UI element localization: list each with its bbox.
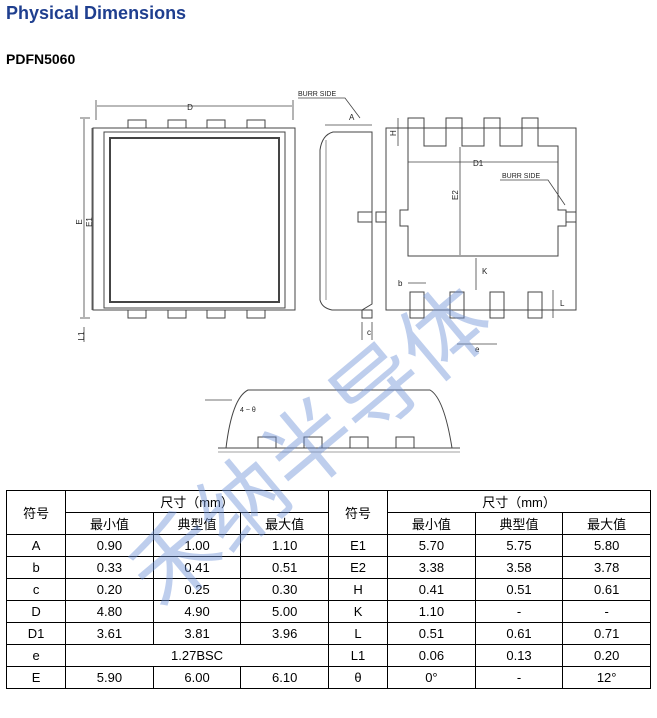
typ-header: 典型值 xyxy=(152,512,242,535)
dim-label-e: e xyxy=(475,345,480,354)
burr-side-label-right: BURR SIDE xyxy=(502,173,540,180)
min-cell: 0.06 xyxy=(387,644,476,667)
min-header: 最小值 xyxy=(387,512,476,535)
typ-cell: - xyxy=(474,666,564,689)
dim-label-theta: 4 ~ θ xyxy=(240,407,256,414)
bottom-view xyxy=(375,117,577,345)
page-title: Physical Dimensions xyxy=(6,3,187,23)
bsc-cell: 1.27BSC xyxy=(65,644,329,667)
max-cell: 3.96 xyxy=(240,622,329,645)
dim-label-b: b xyxy=(398,279,403,288)
symbol-cell: c xyxy=(5,578,67,601)
max-cell: 5.80 xyxy=(562,534,651,557)
symbol-cell: K xyxy=(327,600,389,623)
burr-side-label-top: BURR SIDE xyxy=(298,91,336,98)
min-cell: 5.90 xyxy=(65,666,154,689)
dim-label-c: c xyxy=(367,328,371,337)
symbol-cell: E1 xyxy=(327,534,389,557)
symbol-cell: A xyxy=(5,534,67,557)
symbol-cell: D1 xyxy=(5,622,67,645)
typ-cell: 3.58 xyxy=(474,556,564,579)
symbol-cell: b xyxy=(5,556,67,579)
min-cell: 3.61 xyxy=(65,622,154,645)
max-cell: 1.10 xyxy=(240,534,329,557)
typ-cell: 0.25 xyxy=(152,578,242,601)
symbol-cell: L1 xyxy=(327,644,389,667)
max-header: 最大值 xyxy=(240,512,329,535)
dim-label-E2: E2 xyxy=(451,190,460,200)
symbol-cell: E xyxy=(5,666,67,689)
table-row: A 0.90 1.00 1.10 E1 5.70 5.75 5.80 xyxy=(5,534,651,557)
symbol-cell: D xyxy=(5,600,67,623)
min-header: 最小值 xyxy=(65,512,154,535)
dim-label-A: A xyxy=(349,113,355,122)
symbol-cell: e xyxy=(5,644,67,667)
table-row: D 4.80 4.90 5.00 K 1.10 - - xyxy=(5,600,651,623)
dim-label-E: E xyxy=(75,219,84,224)
dim-label-H: H xyxy=(389,130,398,136)
typ-cell: 4.90 xyxy=(152,600,242,623)
max-cell: 0.20 xyxy=(562,644,651,667)
min-cell: 0.41 xyxy=(387,578,476,601)
max-cell: 5.00 xyxy=(240,600,329,623)
symbol-cell: θ xyxy=(327,666,389,689)
dim-label-D: D xyxy=(187,103,193,112)
dimensions-table: 符号 尺寸（mm） 符号 尺寸（mm） 最小值 典型值 最大值 最小值 典型值 … xyxy=(5,490,651,689)
dim-label-D1: D1 xyxy=(473,159,484,168)
min-cell: 3.38 xyxy=(387,556,476,579)
min-cell: 1.10 xyxy=(387,600,476,623)
top-view xyxy=(80,100,296,342)
typ-header: 典型值 xyxy=(474,512,564,535)
max-cell: 12° xyxy=(562,666,651,689)
max-cell: 3.78 xyxy=(562,556,651,579)
max-cell: 0.51 xyxy=(240,556,329,579)
typ-cell: 0.51 xyxy=(474,578,564,601)
side-view xyxy=(298,97,373,340)
typ-cell: - xyxy=(474,600,564,623)
front-view xyxy=(205,389,460,453)
typ-cell: 3.81 xyxy=(152,622,242,645)
typ-cell: 5.75 xyxy=(474,534,564,557)
max-cell: 0.61 xyxy=(562,578,651,601)
symbol-header-2: 符号 xyxy=(327,490,389,535)
size-header-1: 尺寸（mm） xyxy=(65,490,329,513)
typ-cell: 0.41 xyxy=(152,556,242,579)
symbol-cell: L xyxy=(327,622,389,645)
min-cell: 0° xyxy=(387,666,476,689)
min-cell: 0.51 xyxy=(387,622,476,645)
max-cell: - xyxy=(562,600,651,623)
min-cell: 4.80 xyxy=(65,600,154,623)
symbol-cell: H xyxy=(327,578,389,601)
min-cell: 0.90 xyxy=(65,534,154,557)
table-row: b 0.33 0.41 0.51 E2 3.38 3.58 3.78 xyxy=(5,556,651,579)
typ-cell: 6.00 xyxy=(152,666,242,689)
dim-label-L: L xyxy=(560,299,565,308)
min-cell: 0.20 xyxy=(65,578,154,601)
table-row: D1 3.61 3.81 3.96 L 0.51 0.61 0.71 xyxy=(5,622,651,645)
dim-label-K: K xyxy=(482,267,488,276)
max-cell: 0.71 xyxy=(562,622,651,645)
min-cell: 0.33 xyxy=(65,556,154,579)
max-cell: 6.10 xyxy=(240,666,329,689)
dim-label-L1: L1 xyxy=(77,331,86,340)
symbol-cell: E2 xyxy=(327,556,389,579)
package-name: PDFN5060 xyxy=(6,51,76,67)
table-row: E 5.90 6.00 6.10 θ 0° - 12° xyxy=(5,666,651,689)
typ-cell: 0.61 xyxy=(474,622,564,645)
table-row: c 0.20 0.25 0.30 H 0.41 0.51 0.61 xyxy=(5,578,651,601)
max-header: 最大值 xyxy=(562,512,651,535)
max-cell: 0.30 xyxy=(240,578,329,601)
table-row: e 1.27BSC L1 0.06 0.13 0.20 xyxy=(5,644,651,667)
symbol-header-1: 符号 xyxy=(5,490,67,535)
min-cell: 5.70 xyxy=(387,534,476,557)
typ-cell: 1.00 xyxy=(152,534,242,557)
typ-cell: 0.13 xyxy=(474,644,564,667)
package-outline-drawing: D E E1 L1 BURR SIDE A c H D1 BUR xyxy=(75,91,577,453)
dim-label-E1: E1 xyxy=(85,217,94,227)
size-header-2: 尺寸（mm） xyxy=(387,490,651,513)
